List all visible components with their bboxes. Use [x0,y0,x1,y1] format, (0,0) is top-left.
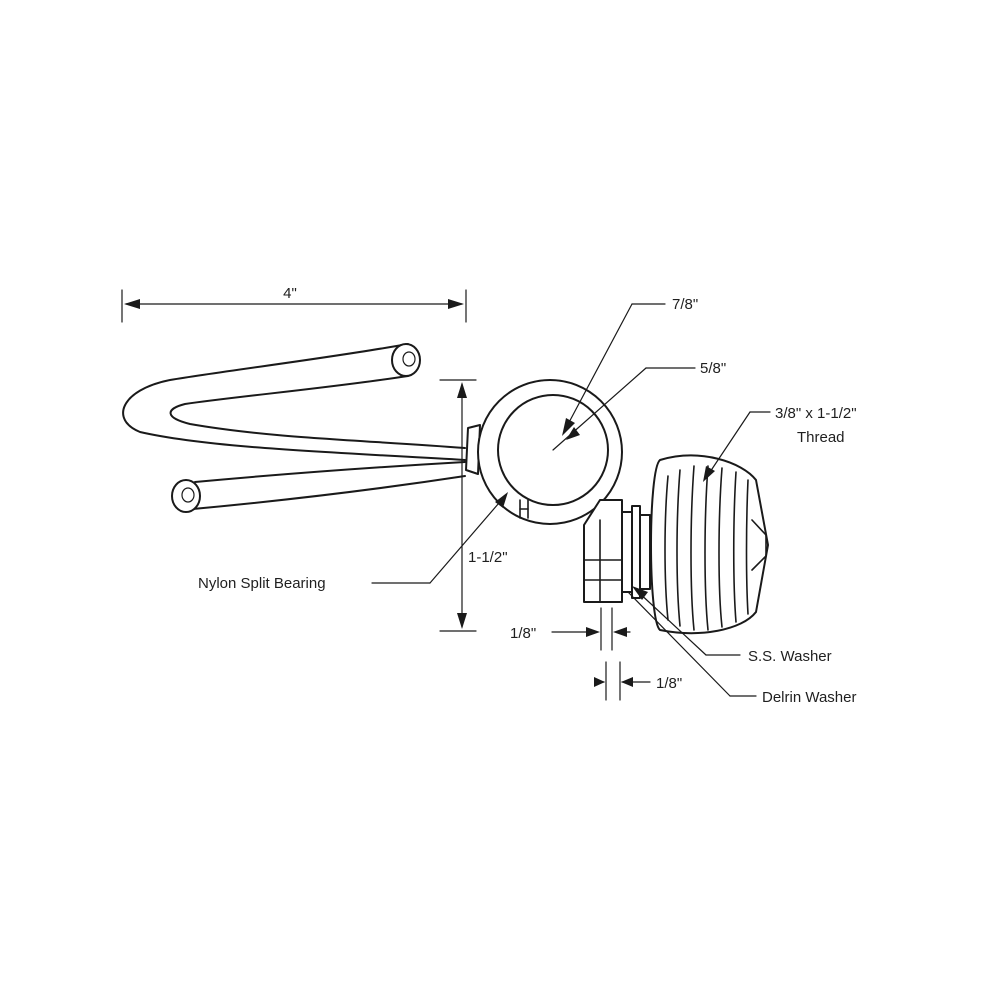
label-bore-inner: 5/8" [700,360,726,377]
leader-delrin-washer: Delrin Washer [627,591,856,706]
delrin-washer [621,511,633,593]
dim-washer-thickness: 1/8" [594,661,682,701]
label-ss-washer: S.S. Washer [748,648,832,665]
label-width: 4" [283,285,297,302]
bent-rod [122,343,466,513]
leader-bore-inner: 5/8" [552,360,726,451]
dim-height: 1-1/2" [439,379,508,632]
label-plate-thickness: 1/8" [510,625,536,642]
leader-ss-washer: S.S. Washer [632,586,832,665]
mounting-plate [583,499,623,603]
leader-bore-outer: 7/8" [562,296,698,436]
label-bore-outer: 7/8" [672,296,698,313]
leader-bearing: Nylon Split Bearing [198,492,508,592]
rod-end-upper [391,343,421,377]
washers [621,505,651,599]
label-bearing: Nylon Split Bearing [198,575,326,592]
label-washer-thickness: 1/8" [656,675,682,692]
dim-plate-thickness: 1/8" [510,607,631,651]
rod-end-lower [171,479,201,513]
label-delrin-washer: Delrin Washer [762,689,856,706]
label-thread-size: 3/8" x 1-1/2" [775,405,857,422]
ss-washer [631,505,641,599]
label-thread: Thread [797,429,845,446]
leader-thread: 3/8" x 1-1/2" Thread [703,405,857,482]
dim-width: 4" [121,285,467,323]
label-height: 1-1/2" [468,549,508,566]
thread-knob [650,454,769,635]
